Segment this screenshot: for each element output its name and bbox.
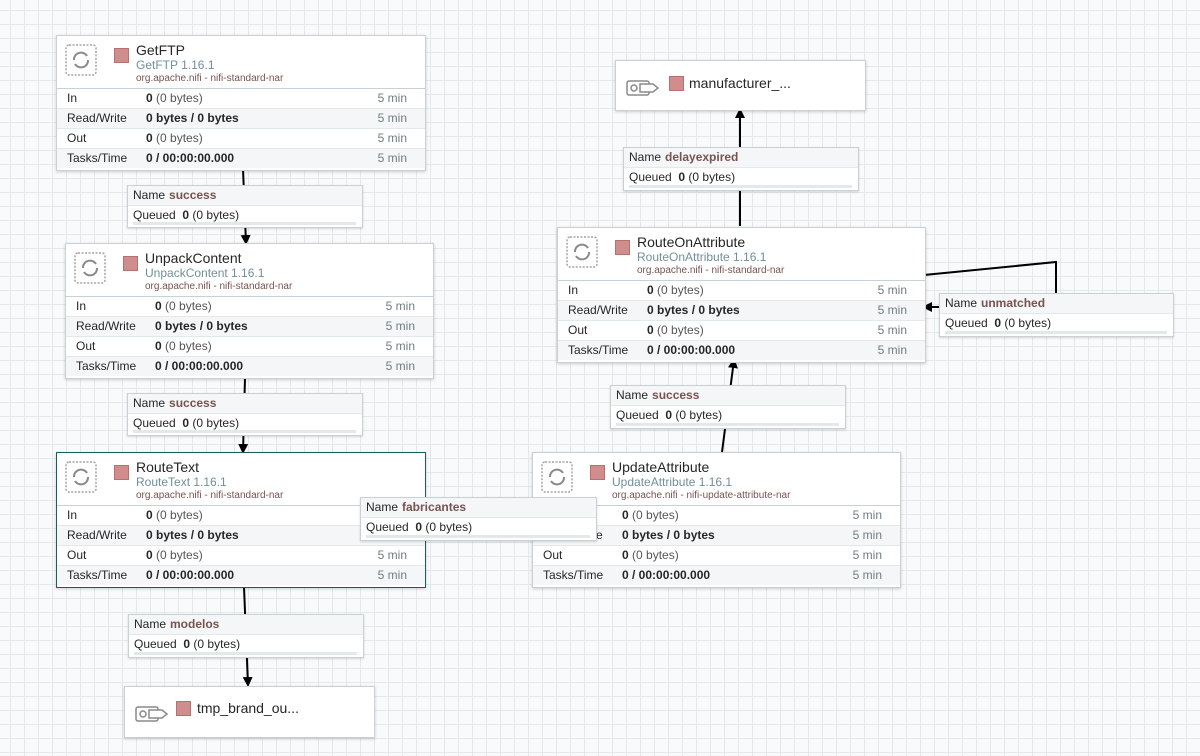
processor-routetext[interactable]: RouteText RouteText 1.16.1 org.apache.ni…: [56, 452, 426, 588]
queue-progress-bar: [134, 652, 357, 655]
processor-unpackcontent[interactable]: UnpackContent UnpackContent 1.16.1 org.a…: [65, 243, 434, 379]
processor-name: GetFTP: [136, 42, 186, 58]
processor-icon: [65, 44, 97, 76]
connection-queued-row: Queued 0 (0 bytes): [133, 208, 240, 222]
processor-name: UpdateAttribute: [612, 459, 710, 475]
processor-icon: [65, 461, 97, 493]
processor-bundle: org.apache.nifi - nifi-standard-nar: [637, 265, 785, 276]
processor-bundle: org.apache.nifi - nifi-standard-nar: [136, 490, 284, 501]
processor-type: UpdateAttribute 1.16.1: [612, 475, 733, 489]
port-name: tmp_brand_ou...: [197, 700, 299, 716]
output-port-icon: [626, 80, 660, 96]
stopped-status-icon: [669, 76, 684, 91]
stopped-status-icon: [615, 240, 630, 255]
processor-icon: [74, 252, 106, 284]
queue-progress-bar: [945, 331, 1167, 334]
stopped-status-icon: [114, 465, 129, 480]
processor-name: RouteOnAttribute: [637, 234, 746, 250]
queue-progress-bar: [133, 222, 356, 225]
processor-icon: [566, 236, 598, 268]
processor-icon: [541, 461, 573, 493]
processor-getftp[interactable]: GetFTP GetFTP 1.16.1 org.apache.nifi - n…: [56, 35, 426, 171]
queue-progress-bar: [616, 423, 839, 426]
stopped-status-icon: [123, 256, 138, 271]
processor-bundle: org.apache.nifi - nifi-standard-nar: [145, 281, 293, 292]
queue-progress-bar: [629, 185, 852, 188]
connection-queued-row: Queued 0 (0 bytes): [616, 408, 723, 422]
connection-queued-row: Queued 0 (0 bytes): [133, 416, 240, 430]
output-port-icon: [135, 706, 169, 722]
connection-queued-row: Queued 0 (0 bytes): [134, 637, 241, 651]
output-port-manufacturer[interactable]: manufacturer_...: [615, 60, 866, 111]
processor-type: GetFTP 1.16.1: [136, 58, 215, 72]
processor-routeonattribute[interactable]: RouteOnAttribute RouteOnAttribute 1.16.1…: [557, 227, 926, 363]
processor-type: RouteText 1.16.1: [136, 475, 227, 489]
output-port-tmp-brand[interactable]: tmp_brand_ou...: [124, 686, 375, 738]
stopped-status-icon: [176, 701, 191, 716]
connection-queued-row: Queued 0 (0 bytes): [945, 316, 1052, 330]
processor-type: UnpackContent 1.16.1: [145, 266, 265, 280]
port-name: manufacturer_...: [689, 75, 791, 91]
stopped-status-icon: [114, 48, 129, 63]
connection-queued-row: Queued 0 (0 bytes): [629, 170, 736, 184]
processor-bundle: org.apache.nifi - nifi-standard-nar: [136, 73, 284, 84]
queue-progress-bar: [133, 430, 356, 433]
stopped-status-icon: [590, 465, 605, 480]
processor-name: RouteText: [136, 459, 200, 475]
processor-type: RouteOnAttribute 1.16.1: [637, 250, 767, 264]
processor-name: UnpackContent: [145, 250, 242, 266]
connection-queued-row: Queued 0 (0 bytes): [366, 520, 473, 534]
queue-progress-bar: [366, 535, 590, 538]
processor-bundle: org.apache.nifi - nifi-update-attribute-…: [612, 490, 791, 501]
